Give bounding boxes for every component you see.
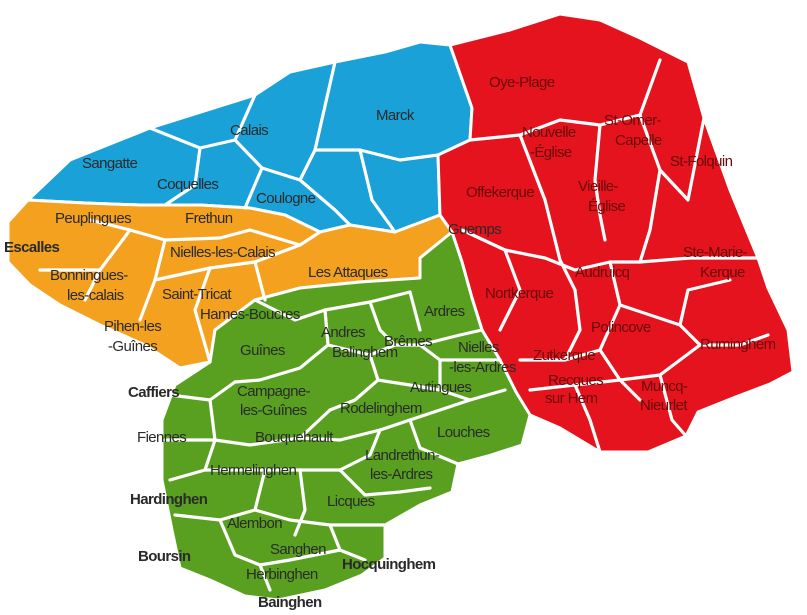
- label-bouquehault: Bouquehault: [255, 429, 333, 446]
- label-oye-plage: Oye-Plage: [489, 74, 555, 91]
- label-sangatte: Sangatte: [82, 155, 138, 172]
- label-fiennes: Fiennes: [137, 429, 187, 446]
- label-audruicq: Audruicq: [575, 264, 630, 281]
- label-ste-marie-kerque-2: Kerque: [700, 264, 745, 281]
- label-nouvelle-eglise-1: Nouvelle: [522, 124, 576, 141]
- label-vieille-eglise-2: Église: [588, 198, 626, 215]
- label-caffiers: Caffiers: [128, 384, 180, 401]
- label-pihen-1: Pihen-les: [104, 318, 162, 335]
- label-st-omer-capelle-1: St-Omer-: [604, 112, 661, 129]
- label-bonningues-1: Bonningues-: [50, 267, 128, 284]
- label-les-attaques: Les Attaques: [308, 264, 388, 281]
- label-bremes: Brêmes: [384, 333, 433, 350]
- label-guines: Guînes: [240, 342, 285, 359]
- label-recques-2: sur Hem: [545, 390, 598, 407]
- commune-borders: [38, 58, 770, 592]
- label-bonningues-2: les-calais: [67, 287, 124, 304]
- label-licques: Licques: [327, 493, 375, 510]
- label-ruminghem: Ruminghem: [700, 336, 776, 353]
- label-nielles-les-calais: Nielles-les-Calais: [170, 244, 276, 261]
- label-hames-boucres: Hames-Boucres: [200, 306, 300, 323]
- label-louches: Louches: [437, 424, 490, 441]
- label-marck: Marck: [376, 107, 414, 124]
- label-hermelinghen: Hermelinghen: [210, 462, 297, 479]
- label-calais: Calais: [230, 122, 269, 139]
- label-st-omer-capelle-2: Capelle: [615, 132, 662, 149]
- label-muncq-2: Nieurlet: [640, 397, 687, 414]
- label-landrethun-1: Landrethun-: [365, 447, 440, 464]
- label-autingues: Autingues: [410, 379, 472, 396]
- label-hocquinghem: Hocquinghem: [342, 556, 436, 573]
- label-boursin: Boursin: [138, 548, 191, 565]
- label-ste-marie-kerque-1: Ste-Marie-: [683, 244, 748, 261]
- label-ardres: Ardres: [424, 303, 465, 320]
- label-alembon: Alembon: [227, 515, 283, 532]
- label-campagne-2: les-Guînes: [240, 402, 307, 419]
- label-recques-1: Recques: [548, 372, 604, 389]
- label-pihen-2: -Guînes: [108, 338, 158, 355]
- label-landrethun-2: les-Ardres: [370, 466, 433, 483]
- label-escalles: Escalles: [4, 239, 60, 256]
- label-peuplingues: Peuplingues: [55, 210, 132, 227]
- label-coulogne: Coulogne: [256, 190, 316, 207]
- label-balinghem: Balinghem: [332, 344, 398, 361]
- label-muncq-1: Muncq-: [641, 378, 688, 395]
- label-nielles-ardres-1: Nielles: [458, 339, 499, 356]
- label-offekerque: Offekerque: [466, 184, 535, 201]
- label-sanghen: Sanghen: [270, 541, 326, 558]
- label-nortkerque: Nortkerque: [485, 285, 554, 302]
- label-rodelinghem: Rodelinghem: [340, 400, 422, 417]
- label-zutkerque: Zutkerque: [533, 347, 596, 364]
- label-guemps: Guemps: [448, 221, 502, 238]
- label-polincove: Polincove: [591, 319, 651, 336]
- label-frethun: Frethun: [185, 210, 233, 227]
- label-st-folquin: St-Folquin: [670, 153, 733, 170]
- label-herbinghen: Herbinghen: [246, 566, 318, 583]
- label-bainghen: Bainghen: [258, 594, 322, 611]
- label-nouvelle-eglise-2: -Église: [530, 144, 572, 161]
- label-hardinghen: Hardinghen: [130, 491, 208, 508]
- label-saint-tricat: Saint-Tricat: [162, 286, 232, 303]
- label-coquelles: Coquelles: [157, 176, 219, 193]
- label-nielles-ardres-2: -les-Ardres: [449, 359, 516, 376]
- label-campagne-1: Campagne-: [237, 383, 311, 400]
- label-vieille-eglise-1: Vieille-: [578, 178, 619, 195]
- label-andres: Andres: [321, 324, 366, 341]
